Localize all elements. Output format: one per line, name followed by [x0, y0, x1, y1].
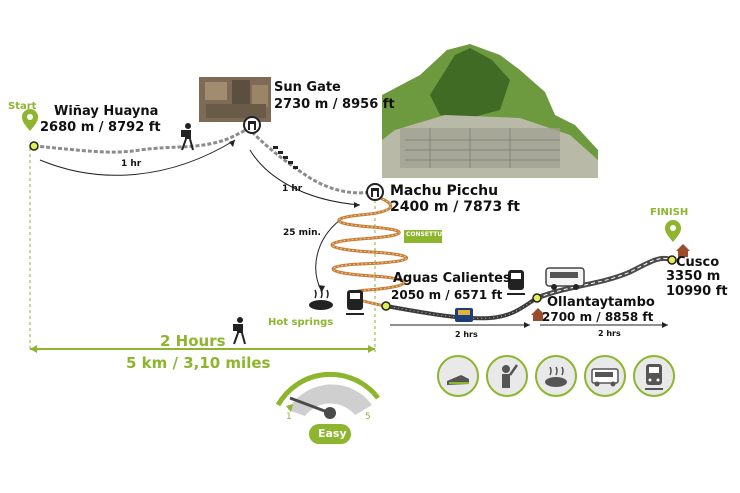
- viewpoint-icon: [486, 355, 528, 397]
- sun-gate-photo: [199, 77, 271, 122]
- hot-springs-icon: [309, 289, 333, 310]
- sun-gate-name: Sun Gate: [274, 80, 341, 95]
- machu-picchu-altitude: 2400 m / 7873 ft: [390, 199, 520, 215]
- sun-gate-icon: [243, 116, 261, 134]
- cusco-name: Cusco: [676, 255, 720, 270]
- hiker-icon: [181, 123, 194, 151]
- start-altitude: 2680 m / 8792 ft: [40, 120, 161, 135]
- train-icon-aguas: [346, 290, 364, 315]
- finish-pin-icon: [665, 220, 681, 242]
- ollantaytambo-altitude: 2700 m / 8858 ft: [542, 310, 654, 324]
- gauge-max-label: 5: [365, 412, 371, 422]
- machu-picchu-name: Machu Picchu: [390, 183, 499, 199]
- arrow-leg-1: [39, 139, 236, 176]
- gauge-min-label: 1: [286, 412, 292, 422]
- arrow-leg-2: [249, 149, 361, 206]
- cusco-dot: [667, 255, 677, 265]
- train-activity-icon: [633, 355, 675, 397]
- house-icon-cusco: [676, 244, 690, 257]
- bus-icon-road: [545, 267, 585, 290]
- difficulty-gauge: [275, 371, 380, 419]
- sun-gate-altitude: 2730 m / 8956 ft: [274, 97, 395, 112]
- start-tag: Start: [8, 101, 37, 112]
- stairs-icon: [273, 146, 298, 169]
- bus-sign: [404, 230, 442, 243]
- train-icon-ollanta: [507, 270, 525, 295]
- leg-3-time: 25 min.: [283, 228, 321, 238]
- leg-2-time: 1 hr: [282, 184, 303, 194]
- bus-sign-text: CONSETTUR: [406, 231, 447, 238]
- cusco-altitude-ft: 10990 ft: [666, 284, 728, 299]
- leg-4-time: 2 hrs: [455, 330, 478, 339]
- train-on-track-icon: [455, 308, 473, 322]
- start-name: Wiñay Huayna: [54, 104, 159, 119]
- hot-springs-label: Hot springs: [268, 317, 334, 328]
- hiker-icon-total: [233, 317, 246, 345]
- start-dot: [29, 141, 39, 151]
- start-pin-icon: [22, 109, 38, 131]
- bus-activity-icon: [584, 355, 626, 397]
- aguas-dot: [381, 301, 391, 311]
- hiking-icon: [437, 355, 479, 397]
- leg-5-time: 2 hrs: [598, 329, 621, 338]
- easy-badge: [309, 424, 351, 444]
- leg-1-time: 1 hr: [121, 159, 142, 169]
- ollantaytambo-name: Ollantaytambo: [547, 295, 655, 310]
- gauge-needle: [289, 396, 331, 415]
- total-distance: 5 km / 3,10 miles: [126, 354, 271, 372]
- trail-sungate-mp: [250, 130, 373, 195]
- total-time: 2 Hours: [160, 332, 226, 350]
- hot-springs-activity-icon: [535, 355, 577, 397]
- aguas-calientes-altitude: 2050 m / 6571 ft: [391, 288, 503, 302]
- house-icon-ollanta: [531, 308, 545, 321]
- cusco-altitude-m: 3350 m: [666, 269, 721, 284]
- gauge-level-label: Easy: [318, 427, 347, 440]
- finish-tag: FINISH: [650, 207, 689, 218]
- ollanta-dot: [532, 293, 542, 303]
- machu-picchu-mountain-image: [382, 44, 598, 178]
- machu-picchu-gate-icon: [366, 183, 384, 201]
- trail-start-sungate: [33, 126, 251, 154]
- aguas-calientes-name: Aguas Calientes: [393, 271, 511, 286]
